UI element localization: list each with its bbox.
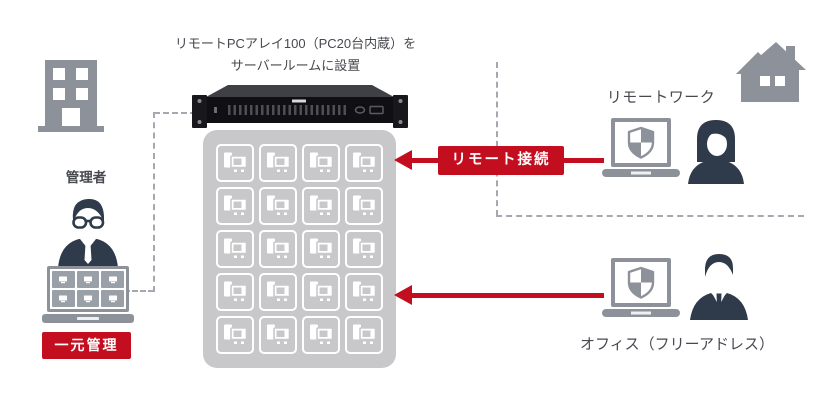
pc-icon [216,230,254,268]
monitoring-laptop-icon [42,266,134,323]
house-icon [736,42,806,102]
remote-zone-boundary-vertical [496,62,498,216]
mini-pc-icon [101,290,124,307]
remote-zone-boundary-horizontal [496,215,804,217]
monitoring-laptop-base [42,314,134,323]
pc-icon [345,273,383,311]
pc-icon [345,187,383,225]
pc-icon [216,144,254,182]
man-avatar-icon [690,254,748,320]
office-label: オフィス（フリーアドレス） [579,336,775,353]
admin-dashed-connector-vertical [153,112,155,292]
glasses-icon [72,216,105,229]
office-connection-arrowhead-icon [394,285,412,305]
office-connection-arrow-line [406,293,604,298]
office-building-icon [38,60,104,132]
pc-icon [345,316,383,354]
shield-icon [627,126,655,159]
pc-icon [216,187,254,225]
pc-icon [345,144,383,182]
pc-icon [259,187,297,225]
pc-icon [259,144,297,182]
mini-pc-icon [52,271,75,288]
monitoring-screen-grid [50,269,126,309]
pc-icon [259,230,297,268]
mini-pc-icon [76,271,100,288]
pc-icon [302,273,340,311]
admin-label: 管理者 [65,170,107,185]
mini-pc-icon [52,290,75,307]
pc-icon [259,316,297,354]
mini-pc-icon [101,271,124,288]
pc-icon [302,187,340,225]
pc-icon [302,316,340,354]
remote-connection-arrowhead-icon [394,150,412,170]
admin-dashed-connector-to-rack [154,112,196,114]
monitoring-laptop-screen [47,266,129,312]
diagram-title: リモートPCアレイ100（PC20台内蔵）を サーバールームに設置 [163,33,428,77]
remote-work-label: リモートワーク [606,89,716,106]
secure-laptop-icon [602,258,680,317]
pc-icon [216,316,254,354]
remote-connection-label: リモート接続 [438,146,564,175]
pc-icon [302,230,340,268]
pc-icon [216,273,254,311]
pc-icon [259,273,297,311]
title-line-2: サーバールームに設置 [230,58,361,73]
woman-avatar-icon [688,120,744,184]
shield-icon [627,266,655,299]
server-rack-icon [192,85,408,128]
pc-icon [302,144,340,182]
pc-array [203,130,396,368]
pc-icon [345,230,383,268]
central-management-badge: 一元管理 [42,332,131,359]
mini-pc-icon [76,290,100,307]
admin-dashed-connector-horizontal [124,290,154,292]
admin-avatar-icon [58,198,118,268]
secure-laptop-icon [602,118,680,177]
title-line-1: リモートPCアレイ100（PC20台内蔵）を [174,36,417,51]
